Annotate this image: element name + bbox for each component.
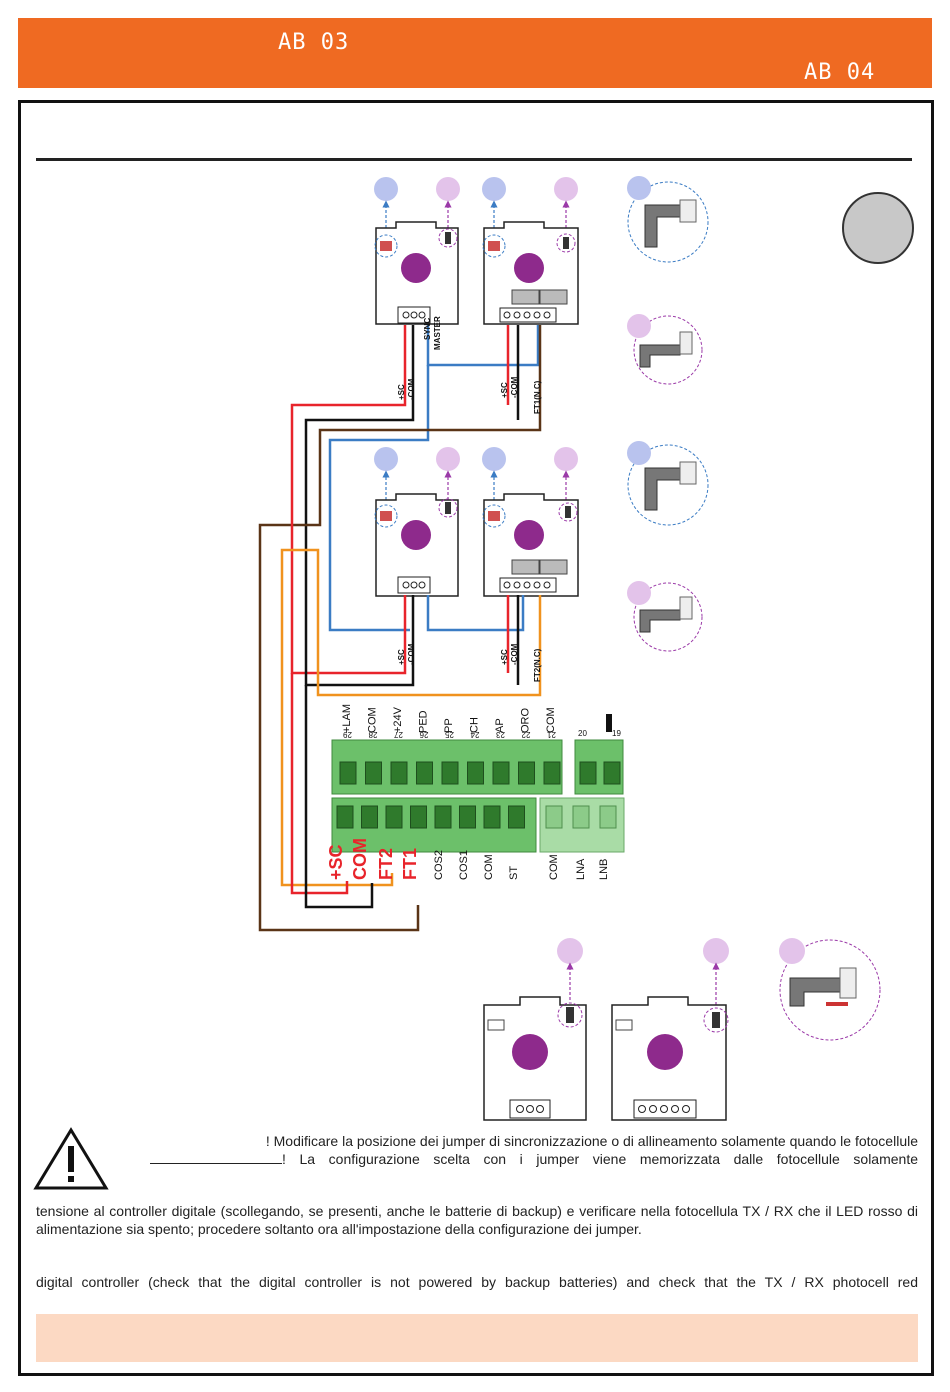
terminal-label-red: FT2	[376, 848, 396, 880]
purple-dot	[554, 177, 578, 201]
terminal-label: +LAM	[341, 704, 353, 733]
terminal-label: ST	[508, 866, 520, 880]
terminal-slot	[410, 805, 427, 829]
terminal-label: COM	[548, 854, 560, 880]
wire-label: +SC	[397, 384, 406, 400]
terminal-number: 27	[394, 730, 403, 739]
terminal-number: 21	[547, 730, 556, 739]
terminal-slot	[416, 761, 433, 785]
terminal-number: 20	[578, 729, 587, 738]
terminal-slot	[518, 761, 535, 785]
photocell-tx-top	[374, 221, 459, 325]
terminal-slot	[361, 805, 378, 829]
terminal-label: COM	[483, 854, 495, 880]
jumper-inset-3	[627, 441, 709, 526]
terminal-slot	[365, 761, 382, 785]
terminal-slot	[545, 805, 563, 829]
terminal-label: LNB	[598, 859, 610, 880]
terminal-label: PP	[443, 718, 455, 733]
sync-label: SYNC	[423, 318, 432, 340]
terminal-number: 23	[496, 730, 505, 739]
terminal-label: PED	[418, 710, 430, 733]
warning-text-line2-content: ! La configurazione scelta con i jumper …	[282, 1151, 918, 1167]
terminal-number: 24	[470, 730, 479, 739]
wire-label: +SC	[500, 382, 509, 398]
wire-label: FT1(N.C)	[533, 380, 542, 414]
jumper-inset-2	[627, 314, 703, 385]
blue-dot	[374, 177, 398, 201]
terminal-label-red: FT1	[400, 848, 420, 880]
wires-bottom	[280, 520, 542, 909]
terminal-slot	[459, 805, 476, 829]
terminal-label: AP	[494, 718, 506, 733]
terminal-number: 28	[368, 730, 377, 739]
terminal-label: COM	[367, 707, 379, 733]
terminal-slot	[467, 761, 484, 785]
section-badge	[842, 192, 914, 264]
terminal-block: +LAM29COM28+24V27PED26PP25CH24AP23ORO22C…	[326, 704, 625, 880]
terminal-slot	[339, 761, 357, 785]
terminal-label: CH	[469, 717, 481, 733]
terminal-slot	[603, 761, 621, 785]
terminal-slot	[390, 761, 408, 785]
warning-icon	[33, 1127, 109, 1190]
photocell-tx-bottom-detail	[483, 996, 587, 1121]
terminal-slot	[572, 805, 590, 829]
purple-dot	[436, 177, 460, 201]
title-rule	[36, 158, 912, 161]
jumper-inset-5	[779, 938, 881, 1041]
terminal-slot	[483, 805, 501, 829]
terminal-slot	[336, 805, 354, 829]
wire-label: -COM	[510, 643, 519, 665]
blank-underline	[150, 1151, 282, 1164]
blue-dot	[482, 177, 506, 201]
terminal-number: 25	[445, 730, 454, 739]
terminal-number: 19	[612, 729, 621, 738]
terminal-number: 22	[521, 730, 530, 739]
header-code-right: AB 04	[804, 60, 876, 85]
master-label: MASTER	[433, 316, 442, 350]
paragraph-italian: tensione al controller digitale (scolleg…	[36, 1203, 918, 1237]
terminal-label: COS1	[458, 850, 470, 880]
terminal-label: COS2	[433, 850, 445, 880]
wire-label: -COM	[407, 378, 416, 400]
wire-label: FT2(N.C)	[533, 648, 542, 682]
header-code-left: AB 03	[278, 30, 350, 55]
terminal-label-red: +SC	[326, 844, 346, 880]
terminal-slot	[543, 761, 561, 785]
terminal-number: 26	[419, 730, 428, 739]
paragraph-english: digital controller (check that the digit…	[36, 1274, 918, 1290]
terminal-slot	[385, 805, 403, 829]
note-box	[36, 1314, 918, 1362]
photocell-tx-bottom	[374, 493, 459, 597]
terminal-slot	[579, 761, 597, 785]
terminal-slot	[508, 805, 525, 829]
terminal-slot	[434, 805, 452, 829]
terminal-slot	[492, 761, 510, 785]
photocell-rx-top	[482, 221, 579, 325]
warning-text-line1: ! Modificare la posizione dei jumper di …	[265, 1133, 918, 1149]
terminal-label: COM	[545, 707, 557, 733]
warning-text-line2: ! La configurazione scelta con i jumper …	[150, 1150, 918, 1168]
jumper-inset-4	[627, 581, 703, 652]
terminal-number: 29	[343, 730, 352, 739]
terminal-label-red: COM	[350, 838, 370, 880]
terminal-label: +24V	[392, 706, 404, 733]
header-bar	[18, 18, 932, 88]
wire-label: -COM	[407, 643, 416, 665]
wire-label: +SC	[397, 649, 406, 665]
photocell-rx-bottom	[482, 493, 579, 597]
jumper-inset-1	[627, 176, 709, 263]
wires-top	[258, 325, 542, 932]
photocell-rx-bottom-detail	[611, 996, 729, 1121]
terminal-slot	[599, 805, 617, 829]
wire-label: -COM	[510, 376, 519, 398]
content-frame	[18, 100, 934, 1376]
terminal-label: LNA	[575, 858, 587, 880]
terminal-label: ORO	[520, 708, 532, 734]
terminal-slot	[441, 761, 459, 785]
wire-label: +SC	[500, 649, 509, 665]
